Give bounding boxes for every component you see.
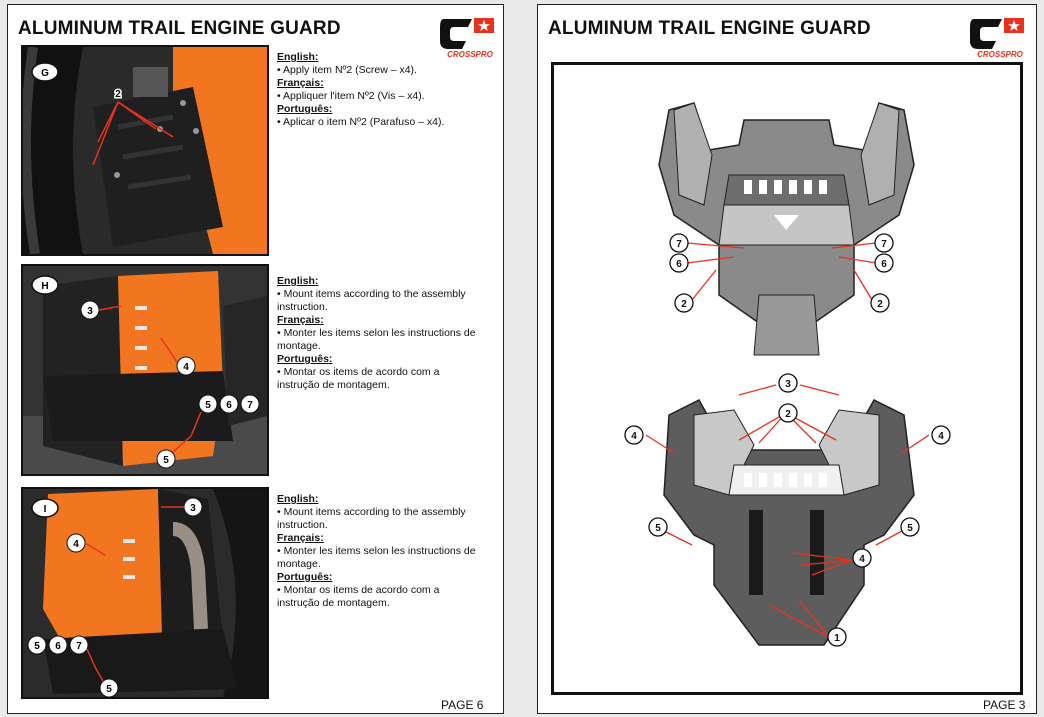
callout-number: 6 [226, 400, 232, 411]
crosspro-logo: CROSSPRO [438, 15, 498, 59]
callout-number: 4 [73, 539, 79, 550]
step-letter-badge [31, 275, 59, 295]
callout-number: 2 [785, 409, 791, 420]
exploded-diagram: 7 6 2 7 6 2 3 2 4 4 5 5 4 1 [551, 62, 1023, 695]
english-text: • Apply item Nº2 (Screw – x4). [277, 64, 417, 76]
callout-number: 5 [163, 455, 169, 466]
callout-number: 7 [76, 641, 82, 652]
callout-number: 3 [87, 306, 93, 317]
callout-number: 7 [676, 239, 682, 250]
step-letter: I [44, 504, 47, 515]
callout-number: 6 [881, 259, 887, 270]
callout-number: 1 [834, 633, 840, 644]
callout-number: 7 [247, 400, 253, 411]
english-heading: English: [277, 493, 319, 505]
page-number: PAGE 3 [983, 698, 1026, 712]
step-g-instructions: English: • Apply item Nº2 (Screw – x4). … [277, 51, 499, 129]
callout-number: 6 [676, 259, 682, 270]
portuguese-text: • Montar os items de acordo com a [277, 584, 440, 596]
english-text: instruction. [277, 301, 328, 313]
french-heading: Français: [277, 532, 324, 544]
english-text: • Mount items according to the assembly [277, 288, 466, 300]
manual-page-right: ALUMINUM TRAIL ENGINE GUARD CROSSPRO [537, 4, 1037, 714]
step-i-photo: I 3 4 5 6 7 5 [21, 487, 269, 699]
callout-number: 2 [115, 89, 121, 100]
step-letter-badge [31, 62, 59, 82]
portuguese-heading: Português: [277, 571, 333, 583]
callout-number: 5 [907, 523, 913, 534]
callout-number: 4 [938, 431, 944, 442]
callout-number: 5 [34, 641, 40, 652]
callout-number: 2 [681, 299, 687, 310]
english-heading: English: [277, 275, 319, 287]
callout-number: 4 [183, 362, 189, 373]
french-heading: Français: [277, 77, 324, 89]
callout-number: 7 [881, 239, 887, 250]
french-text: • Appliquer l'item Nº2 (Vis – x4). [277, 90, 425, 102]
french-text: montage. [277, 558, 321, 570]
english-heading: English: [277, 51, 319, 63]
french-text: • Monter les items selon les instruction… [277, 327, 476, 339]
brand-wordmark: CROSSPRO [447, 50, 494, 59]
page-number: PAGE 6 [441, 698, 484, 712]
callout-number: 5 [205, 400, 211, 411]
page-title: ALUMINUM TRAIL ENGINE GUARD [18, 18, 341, 39]
manual-page-left: ALUMINUM TRAIL ENGINE GUARD CROSSPRO G [7, 4, 504, 714]
portuguese-text: • Aplicar o item Nº2 (Parafuso – x4). [277, 116, 445, 128]
french-text: montage. [277, 340, 321, 352]
step-g-photo: G 2 [21, 45, 269, 256]
callout-number: 2 [877, 299, 883, 310]
english-text: instruction. [277, 519, 328, 531]
english-text: • Mount items according to the assembly [277, 506, 466, 518]
step-h-photo: H 3 4 5 6 7 5 [21, 264, 269, 476]
crosspro-logo: CROSSPRO [968, 15, 1028, 59]
french-text: • Monter les items selon les instruction… [277, 545, 476, 557]
step-h-instructions: English: • Mount items according to the … [277, 275, 499, 392]
callout-number: 5 [655, 523, 661, 534]
callout-number: 4 [859, 554, 865, 565]
exploded-guard-view [663, 399, 915, 646]
callout-arrows [84, 506, 184, 682]
callout-number: 3 [785, 379, 791, 390]
portuguese-heading: Português: [277, 353, 333, 365]
brand-wordmark: CROSSPRO [977, 50, 1024, 59]
callout-number: 4 [631, 431, 637, 442]
crosspro-logo-icon: CROSSPRO [440, 18, 494, 59]
callout-number: 6 [55, 641, 61, 652]
portuguese-text: instrução de montagem. [277, 597, 390, 609]
step-letter: G [41, 68, 49, 79]
callout-arrows [92, 101, 174, 166]
crosspro-logo-icon: CROSSPRO [970, 18, 1024, 59]
portuguese-text: instrução de montagem. [277, 379, 390, 391]
step-letter-badge [31, 498, 59, 518]
callout-number: 3 [190, 503, 196, 514]
step-i-instructions: English: • Mount items according to the … [277, 493, 499, 610]
french-heading: Français: [277, 314, 324, 326]
portuguese-heading: Português: [277, 103, 333, 115]
callout-number: 5 [106, 684, 112, 695]
callout-arrows [98, 305, 202, 453]
portuguese-text: • Montar os items de acordo com a [277, 366, 440, 378]
step-letter: H [41, 281, 48, 292]
page-title: ALUMINUM TRAIL ENGINE GUARD [548, 18, 871, 39]
assembled-guard-view [658, 102, 915, 356]
